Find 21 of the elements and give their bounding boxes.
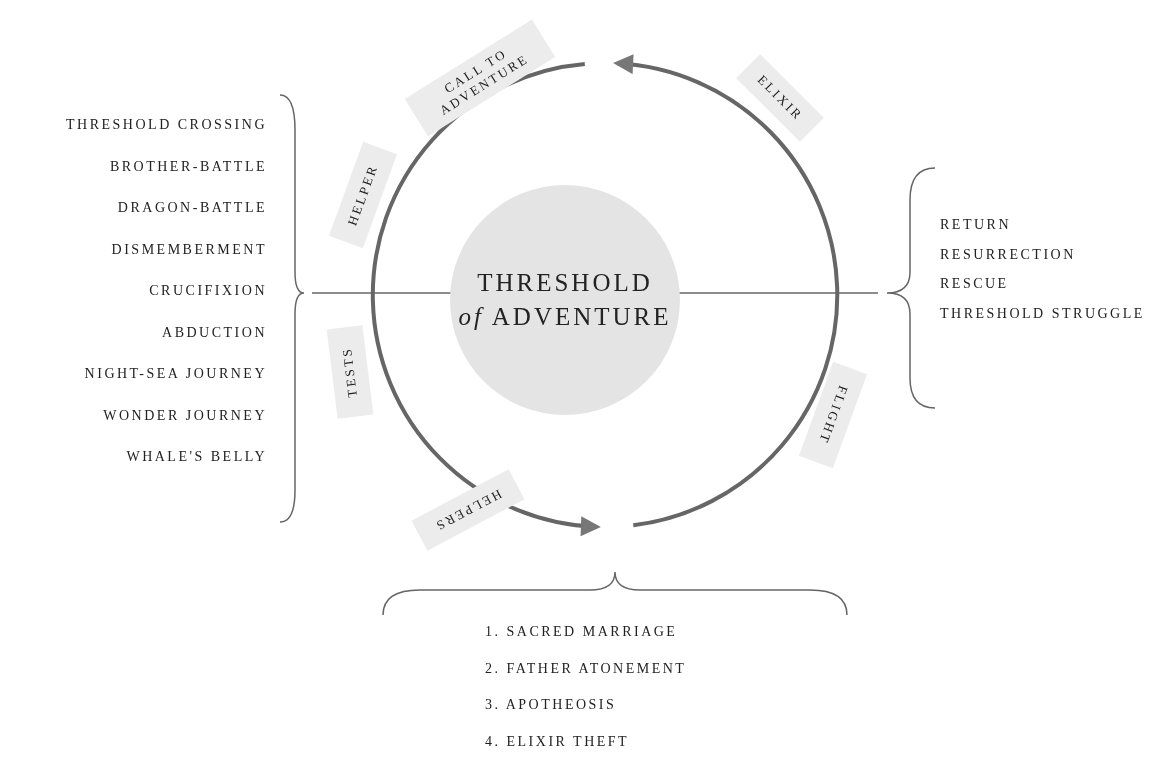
list-item: ABDUCTION <box>162 323 267 342</box>
stage-label: TESTS <box>338 345 362 399</box>
list-item: NIGHT-SEA JOURNEY <box>84 365 267 383</box>
circle-label: THRESHOLD <box>477 268 653 298</box>
list-item: THRESHOLD STRUGGLE <box>940 304 1145 323</box>
list-item: DISMEMBERMENT <box>111 240 267 259</box>
list-item: WONDER JOURNEY <box>103 406 267 425</box>
list-item: CRUCIFIXION <box>149 282 267 300</box>
list-item: 1. SACRED MARRIAGE <box>485 623 678 641</box>
list-item: BROTHER-BATTLE <box>109 157 267 176</box>
list-item: WHALE'S BELLY <box>126 448 267 466</box>
list-item: THRESHOLD CROSSING <box>66 116 267 134</box>
list-item: DRAGON-BATTLE <box>117 199 267 217</box>
list-item: RESURRECTION <box>940 245 1076 264</box>
stage-patch <box>326 325 374 419</box>
list-item: RETURN <box>940 216 1011 234</box>
circle-label: of ADVENTURE <box>458 302 672 332</box>
list-item: 2. FATHER ATONEMENT <box>485 659 687 678</box>
list-item: 4. ELIXIR THEFT <box>485 732 630 751</box>
list-item: RESCUE <box>940 275 1009 293</box>
list-item: 3. APOTHEOSIS <box>485 696 617 714</box>
